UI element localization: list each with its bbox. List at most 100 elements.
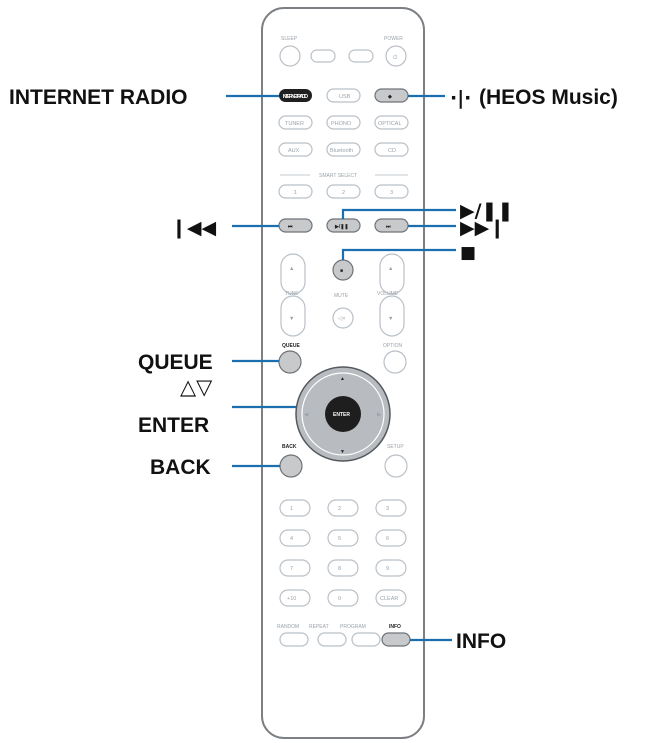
smart-select-1-button[interactable] <box>278 184 313 199</box>
number-4-button[interactable] <box>279 529 311 547</box>
usb-btn-label: USB <box>339 94 351 100</box>
power-icon: ⏻ <box>393 54 398 61</box>
usb-button[interactable] <box>326 88 361 103</box>
dpad-ring-highlight <box>301 372 385 456</box>
heos-icon: ◆ <box>387 94 392 100</box>
info-callout: INFO <box>456 630 506 653</box>
smart-3-label: 3 <box>390 190 393 196</box>
stop-line <box>341 248 456 260</box>
internet-radio-btn-label: INTERNET RADIO <box>283 94 308 100</box>
smart-select-3-button[interactable] <box>374 184 409 199</box>
info-btn-label: INFO <box>389 624 401 630</box>
cd-button[interactable] <box>374 142 409 157</box>
skip-back-btn-icon: ⏮ <box>288 224 293 230</box>
skip-back-button[interactable] <box>278 218 313 233</box>
number-6-button[interactable] <box>375 529 407 547</box>
option-label: OPTION <box>383 343 403 349</box>
number-3-button[interactable] <box>375 499 407 517</box>
number-2-label: 2 <box>338 506 341 512</box>
power-label: POWER <box>384 36 403 42</box>
number-8-button[interactable] <box>327 559 359 577</box>
setup-button[interactable] <box>384 454 408 478</box>
program-label: PROGRAM <box>340 624 366 630</box>
volume-label: VOLUME <box>377 291 399 297</box>
enter-btn-label: ENTER <box>333 412 350 418</box>
number-9-label: 9 <box>386 566 389 572</box>
optical-label: OPTICAL <box>378 121 402 127</box>
skip-forward-button[interactable] <box>374 218 409 233</box>
smart-select-2-button[interactable] <box>326 184 361 199</box>
dpad-up-icon[interactable]: ▲ <box>340 376 345 382</box>
smart-2-label: 2 <box>342 190 345 196</box>
small-button-b[interactable] <box>348 49 374 63</box>
enter-callout: ENTER <box>138 414 209 437</box>
dpad-right-icon[interactable]: ▶ <box>377 412 382 418</box>
number-2-button[interactable] <box>327 499 359 517</box>
repeat-button[interactable] <box>317 632 347 647</box>
number-1-label: 1 <box>290 506 293 512</box>
small-button-a[interactable] <box>310 49 336 63</box>
back-button[interactable] <box>279 454 303 478</box>
number-5-button[interactable] <box>327 529 359 547</box>
aux-label: AUX <box>288 148 300 154</box>
play-pause-btn-icon: ▶/❚❚ <box>334 224 349 230</box>
skip-back-callout: ❙◀◀ <box>171 217 217 239</box>
number-7-button[interactable] <box>279 559 311 577</box>
random-label: RANDOM <box>277 624 299 630</box>
dpad-down-icon[interactable]: ▼ <box>340 449 345 455</box>
number-1-button[interactable] <box>279 499 311 517</box>
tuner-button[interactable] <box>278 115 313 130</box>
option-button[interactable] <box>383 350 407 374</box>
number-plus10-label: +10 <box>287 596 296 602</box>
tune-down-button[interactable] <box>280 295 306 337</box>
aux-button[interactable] <box>278 142 313 157</box>
info-button[interactable] <box>381 632 411 647</box>
mute-button[interactable] <box>332 307 354 329</box>
bluetooth-button[interactable] <box>326 142 361 157</box>
number-0-button[interactable] <box>327 589 359 607</box>
cd-label: CD <box>388 148 396 154</box>
stop-callout: ■ <box>460 243 476 263</box>
mute-label: MUTE <box>334 293 349 299</box>
bluetooth-label: Bluetooth <box>330 148 353 154</box>
queue-btn-label: QUEUE <box>282 343 300 349</box>
heos-icon-callout: ·|· <box>450 87 471 109</box>
number-6-label: 6 <box>386 536 389 542</box>
volume-up-button[interactable] <box>379 253 405 295</box>
number-9-button[interactable] <box>375 559 407 577</box>
optical-button[interactable] <box>374 115 409 130</box>
internet-radio-button[interactable] <box>279 89 312 102</box>
tune-label: TUNE <box>285 291 299 297</box>
tune-down-icon: ▼ <box>289 316 294 322</box>
back-callout: BACK <box>150 456 211 479</box>
volume-down-button[interactable] <box>379 295 405 337</box>
program-button[interactable] <box>351 632 381 647</box>
skip-fwd-btn-icon: ⏭ <box>386 224 391 230</box>
enter-button[interactable] <box>325 396 361 432</box>
phono-label: PHONO <box>331 121 352 127</box>
clear-button[interactable] <box>375 589 407 607</box>
number-0-label: 0 <box>338 596 341 602</box>
up-down-callout: △▽ <box>180 375 213 399</box>
number-5-label: 5 <box>338 536 341 542</box>
sleep-label: SLEEP <box>281 36 298 42</box>
volume-up-icon: ▲ <box>388 266 393 272</box>
number-8-label: 8 <box>338 566 341 572</box>
tune-up-button[interactable] <box>280 253 306 295</box>
setup-label: SETUP <box>387 444 404 450</box>
smart-select-label: SMART SELECT <box>319 173 357 179</box>
queue-button[interactable] <box>278 350 302 374</box>
queue-callout: QUEUE <box>138 351 213 374</box>
play-pause-callout: ▶/❚❚ <box>460 200 513 222</box>
power-button[interactable] <box>385 45 407 67</box>
repeat-label: REPEAT <box>309 624 329 630</box>
phono-button[interactable] <box>326 115 361 130</box>
mute-icon: ◁× <box>338 316 345 322</box>
clear-label: CLEAR <box>380 596 398 602</box>
number-plus10-button[interactable] <box>279 589 311 607</box>
random-button[interactable] <box>279 632 309 647</box>
dpad-left-icon[interactable]: ◀ <box>304 412 309 418</box>
sleep-button[interactable] <box>279 45 301 67</box>
smart-1-label: 1 <box>294 190 297 196</box>
